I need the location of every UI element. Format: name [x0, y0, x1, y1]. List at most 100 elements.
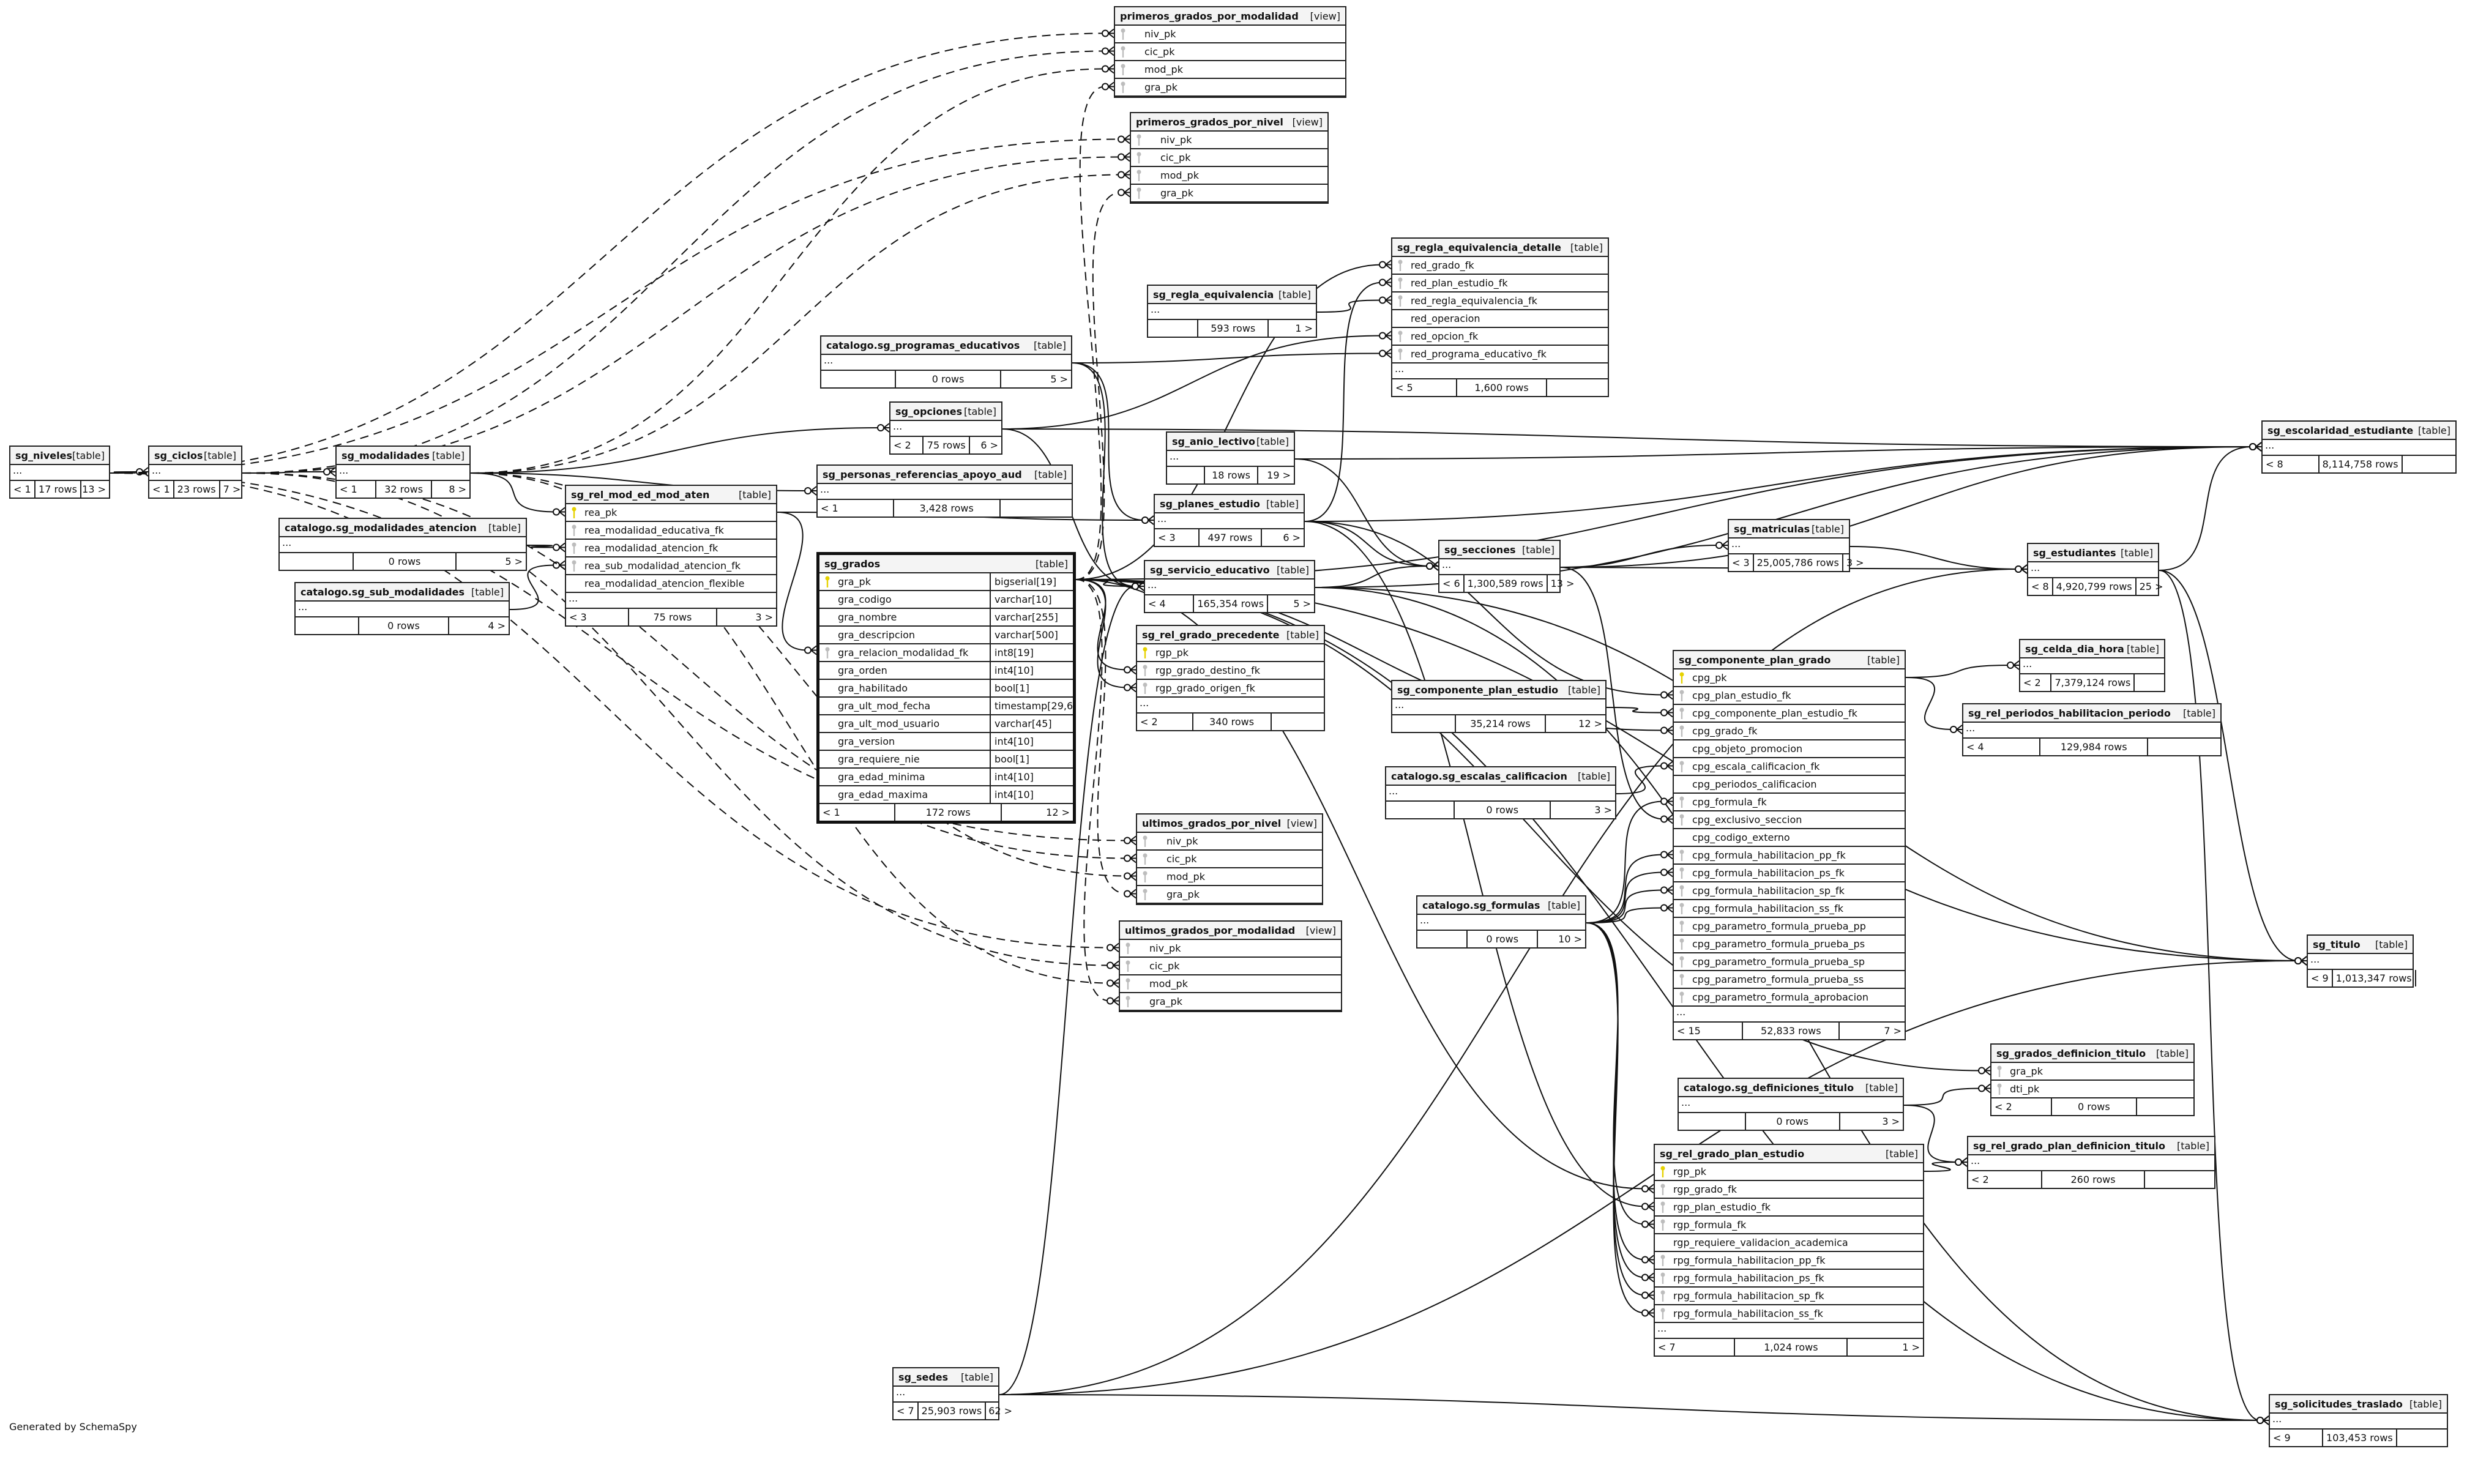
children-link[interactable] [1001, 500, 1072, 516]
table-sg-regla-equivalencia-detalle[interactable]: sg_regla_equivalencia_detalle[table] red_… [1391, 237, 1609, 397]
column-row[interactable]: cpg_plan_estudio_fk [1674, 687, 1905, 705]
parents-link[interactable]: < 1 [10, 481, 36, 498]
children-link[interactable] [1547, 379, 1608, 396]
table-header[interactable]: sg_rel_mod_ed_mod_aten[table] [566, 486, 776, 504]
parents-link[interactable]: < 1 [337, 481, 377, 498]
children-link[interactable]: 62 > [988, 1405, 1013, 1417]
children-link[interactable] [2416, 970, 2422, 986]
children-link[interactable]: 3 > [1846, 557, 1864, 569]
table-header[interactable]: sg_matriculas[table] [1729, 520, 1849, 539]
table-header[interactable]: sg_solicitudes_traslado[table] [2270, 1395, 2447, 1414]
parents-link[interactable]: < 7 [894, 1403, 919, 1419]
more-columns[interactable]: ... [2028, 562, 2158, 578]
column-row[interactable]: rea_pk [566, 504, 776, 522]
column-row[interactable]: cpg_formula_habilitacion_sp_fk [1674, 882, 1905, 900]
parents-link[interactable]: < 2 [1968, 1171, 2042, 1188]
children-link[interactable] [2397, 1430, 2447, 1446]
table-catalogo-sg-escalas-calificacion[interactable]: catalogo.sg_escalas_calificacion[table].… [1385, 766, 1616, 819]
column-row[interactable]: cic_pk [1131, 149, 1327, 167]
column-row[interactable]: cpg_parametro_formula_prueba_pp [1674, 918, 1905, 936]
parents-link[interactable]: < 2 [890, 437, 924, 453]
parents-link[interactable]: < 5 [1392, 379, 1457, 396]
table-header[interactable]: primeros_grados_por_nivel[view] [1131, 113, 1327, 132]
column-row[interactable]: rgp_grado_fk [1655, 1181, 1923, 1199]
table-header[interactable]: sg_ciclos[table] [149, 447, 241, 465]
more-columns[interactable]: ... [1145, 580, 1314, 595]
table-ultimos-grados-por-modalidad[interactable]: ultimos_grados_por_modalidad[view]niv_pk… [1119, 920, 1342, 1012]
more-columns[interactable]: ... [1674, 1007, 1905, 1023]
parents-link[interactable]: < 3 [1729, 554, 1754, 571]
table-header[interactable]: primeros_grados_por_modalidad[view] [1115, 7, 1345, 26]
more-columns[interactable]: ... [1148, 304, 1316, 320]
more-columns[interactable]: ... [2308, 954, 2413, 970]
children-link[interactable]: 13 > [1550, 578, 1575, 589]
column-row[interactable]: cpg_formula_habilitacion_ss_fk [1674, 900, 1905, 918]
table-header[interactable]: catalogo.sg_sub_modalidades[table] [296, 583, 509, 602]
more-columns[interactable]: ... [1729, 539, 1849, 554]
more-columns[interactable]: ... [566, 593, 776, 609]
table-header[interactable]: sg_rel_grado_precedente[table] [1137, 626, 1324, 644]
more-columns[interactable]: ... [2263, 440, 2455, 456]
table-header[interactable]: sg_rel_periodos_habilitacion_periodo[tab… [1963, 704, 2220, 723]
table-header[interactable]: sg_estudiantes[table] [2028, 544, 2158, 562]
column-row[interactable]: rgp_requiere_validacion_academica [1655, 1234, 1923, 1252]
column-row[interactable]: cpg_exclusivo_seccion [1674, 811, 1905, 829]
table-header[interactable]: sg_escolaridad_estudiante[table] [2263, 422, 2455, 440]
children-link[interactable] [2145, 1171, 2214, 1188]
column-row[interactable]: mod_pk [1120, 975, 1341, 993]
table-header[interactable]: sg_servicio_educativo[table] [1145, 561, 1314, 580]
table-header[interactable]: sg_grados[table] [819, 555, 1073, 573]
table-catalogo-sg-definiciones-titulo[interactable]: catalogo.sg_definiciones_titulo[table]..… [1678, 1078, 1904, 1131]
column-row[interactable]: cpg_periodos_calificacion [1674, 776, 1905, 794]
table-catalogo-sg-modalidades-atencion[interactable]: catalogo.sg_modalidades_atencion[table].… [278, 518, 527, 571]
more-columns[interactable]: ... [10, 465, 109, 481]
column-row[interactable]: gra_pk [1137, 886, 1322, 904]
children-link[interactable]: 25 > [2139, 581, 2163, 592]
table-sg-grados-definicion-titulo[interactable]: sg_grados_definicion_titulo[table]gra_pk… [1990, 1043, 2195, 1116]
children-link[interactable]: 10 > [1558, 933, 1582, 945]
parents-link[interactable]: < 8 [2263, 456, 2320, 472]
parents-link[interactable]: < 6 [1439, 575, 1465, 592]
column-row[interactable]: niv_pk [1137, 833, 1322, 851]
parents-link[interactable]: < 1 [149, 481, 174, 498]
parents-link[interactable]: < 9 [2270, 1430, 2323, 1446]
column-row[interactable]: red_plan_estudio_fk [1392, 275, 1608, 293]
column-row[interactable]: cpg_componente_plan_estudio_fk [1674, 705, 1905, 723]
table-header[interactable]: sg_componente_plan_estudio[table] [1392, 681, 1605, 699]
column-row[interactable]: rgp_grado_destino_fk [1137, 662, 1324, 680]
parents-link[interactable]: < 2 [1991, 1098, 2052, 1115]
table-header[interactable]: sg_regla_equivalencia_detalle[table] [1392, 239, 1608, 257]
column-row[interactable]: cpg_objeto_promocion [1674, 740, 1905, 758]
parents-link[interactable]: < 15 [1674, 1023, 1744, 1039]
parents-link[interactable]: < 1 [818, 500, 894, 516]
more-columns[interactable]: ... [1167, 451, 1294, 467]
children-link[interactable]: 13 > [82, 483, 106, 495]
table-header[interactable]: sg_grados_definicion_titulo[table] [1991, 1045, 2193, 1063]
table-header[interactable]: sg_sedes[table] [894, 1368, 998, 1387]
table-header[interactable]: sg_planes_estudio[table] [1155, 495, 1304, 513]
children-link[interactable] [2403, 456, 2455, 472]
more-columns[interactable]: ... [1963, 723, 2220, 739]
children-link[interactable]: 5 > [505, 556, 523, 567]
table-sg-componente-plan-estudio[interactable]: sg_componente_plan_estudio[table]...35,2… [1391, 680, 1607, 733]
parents-link[interactable]: < 4 [1145, 595, 1195, 612]
column-row[interactable]: niv_pk [1120, 940, 1341, 958]
table-sg-rel-grado-plan-definicion-titulo[interactable]: sg_rel_grado_plan_definicion_titulo[tabl… [1967, 1136, 2215, 1189]
column-row[interactable]: red_regla_equivalencia_fk [1392, 293, 1608, 310]
column-row[interactable]: cpg_parametro_formula_prueba_ps [1674, 936, 1905, 953]
